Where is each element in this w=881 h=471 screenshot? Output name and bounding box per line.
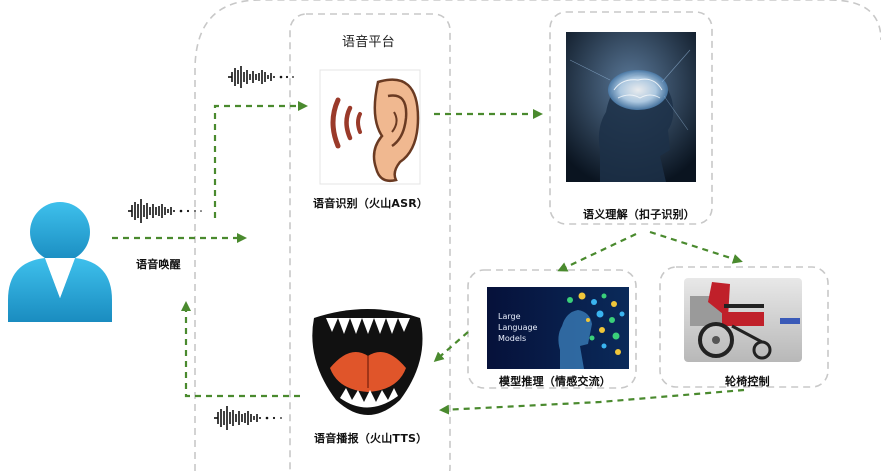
arrow-tts-to-user — [181, 301, 300, 398]
voice-platform-title: 语音平台 — [342, 35, 395, 50]
user-avatar-icon — [8, 202, 112, 322]
sound-wave-icon-input — [228, 66, 294, 88]
arrow-nlu-to-wheelchair — [649, 230, 743, 264]
wake-label: 语音唤醒 — [136, 258, 181, 271]
arrow-nlu-to-llm — [557, 233, 637, 272]
llm-label: 模型推理（情感交流） — [499, 375, 611, 388]
outer-platform-region — [194, 0, 881, 471]
wheelchair-label: 轮椅控制 — [725, 375, 770, 388]
ai-head-icon — [487, 287, 629, 369]
wheelchair-icon — [684, 278, 802, 362]
tts-label: 语音播报（火山TTS） — [314, 432, 428, 445]
llm-image-text-large: Large — [498, 312, 521, 321]
wheelchair-box — [659, 266, 829, 388]
nlu-box — [549, 11, 713, 225]
llm-image-text-models: Models — [498, 334, 527, 343]
sound-wave-icon-wake — [128, 199, 202, 223]
arrow-wheelchair-to-tts — [439, 388, 745, 415]
mouth-icon — [312, 304, 423, 426]
llm-box — [467, 269, 637, 389]
sound-wave-icon-output — [214, 406, 282, 430]
llm-image-text-language: Language — [498, 323, 538, 332]
nlu-label: 语义理解（扣子识别） — [583, 208, 695, 221]
arrow-wake-to-asr — [213, 101, 308, 218]
voice-platform-box — [289, 13, 451, 471]
brain-icon — [566, 32, 696, 182]
arrow-llm-to-tts — [433, 331, 469, 362]
ear-icon — [319, 69, 421, 185]
arrows — [112, 101, 745, 415]
asr-label: 语音识别（火山ASR） — [313, 197, 429, 210]
